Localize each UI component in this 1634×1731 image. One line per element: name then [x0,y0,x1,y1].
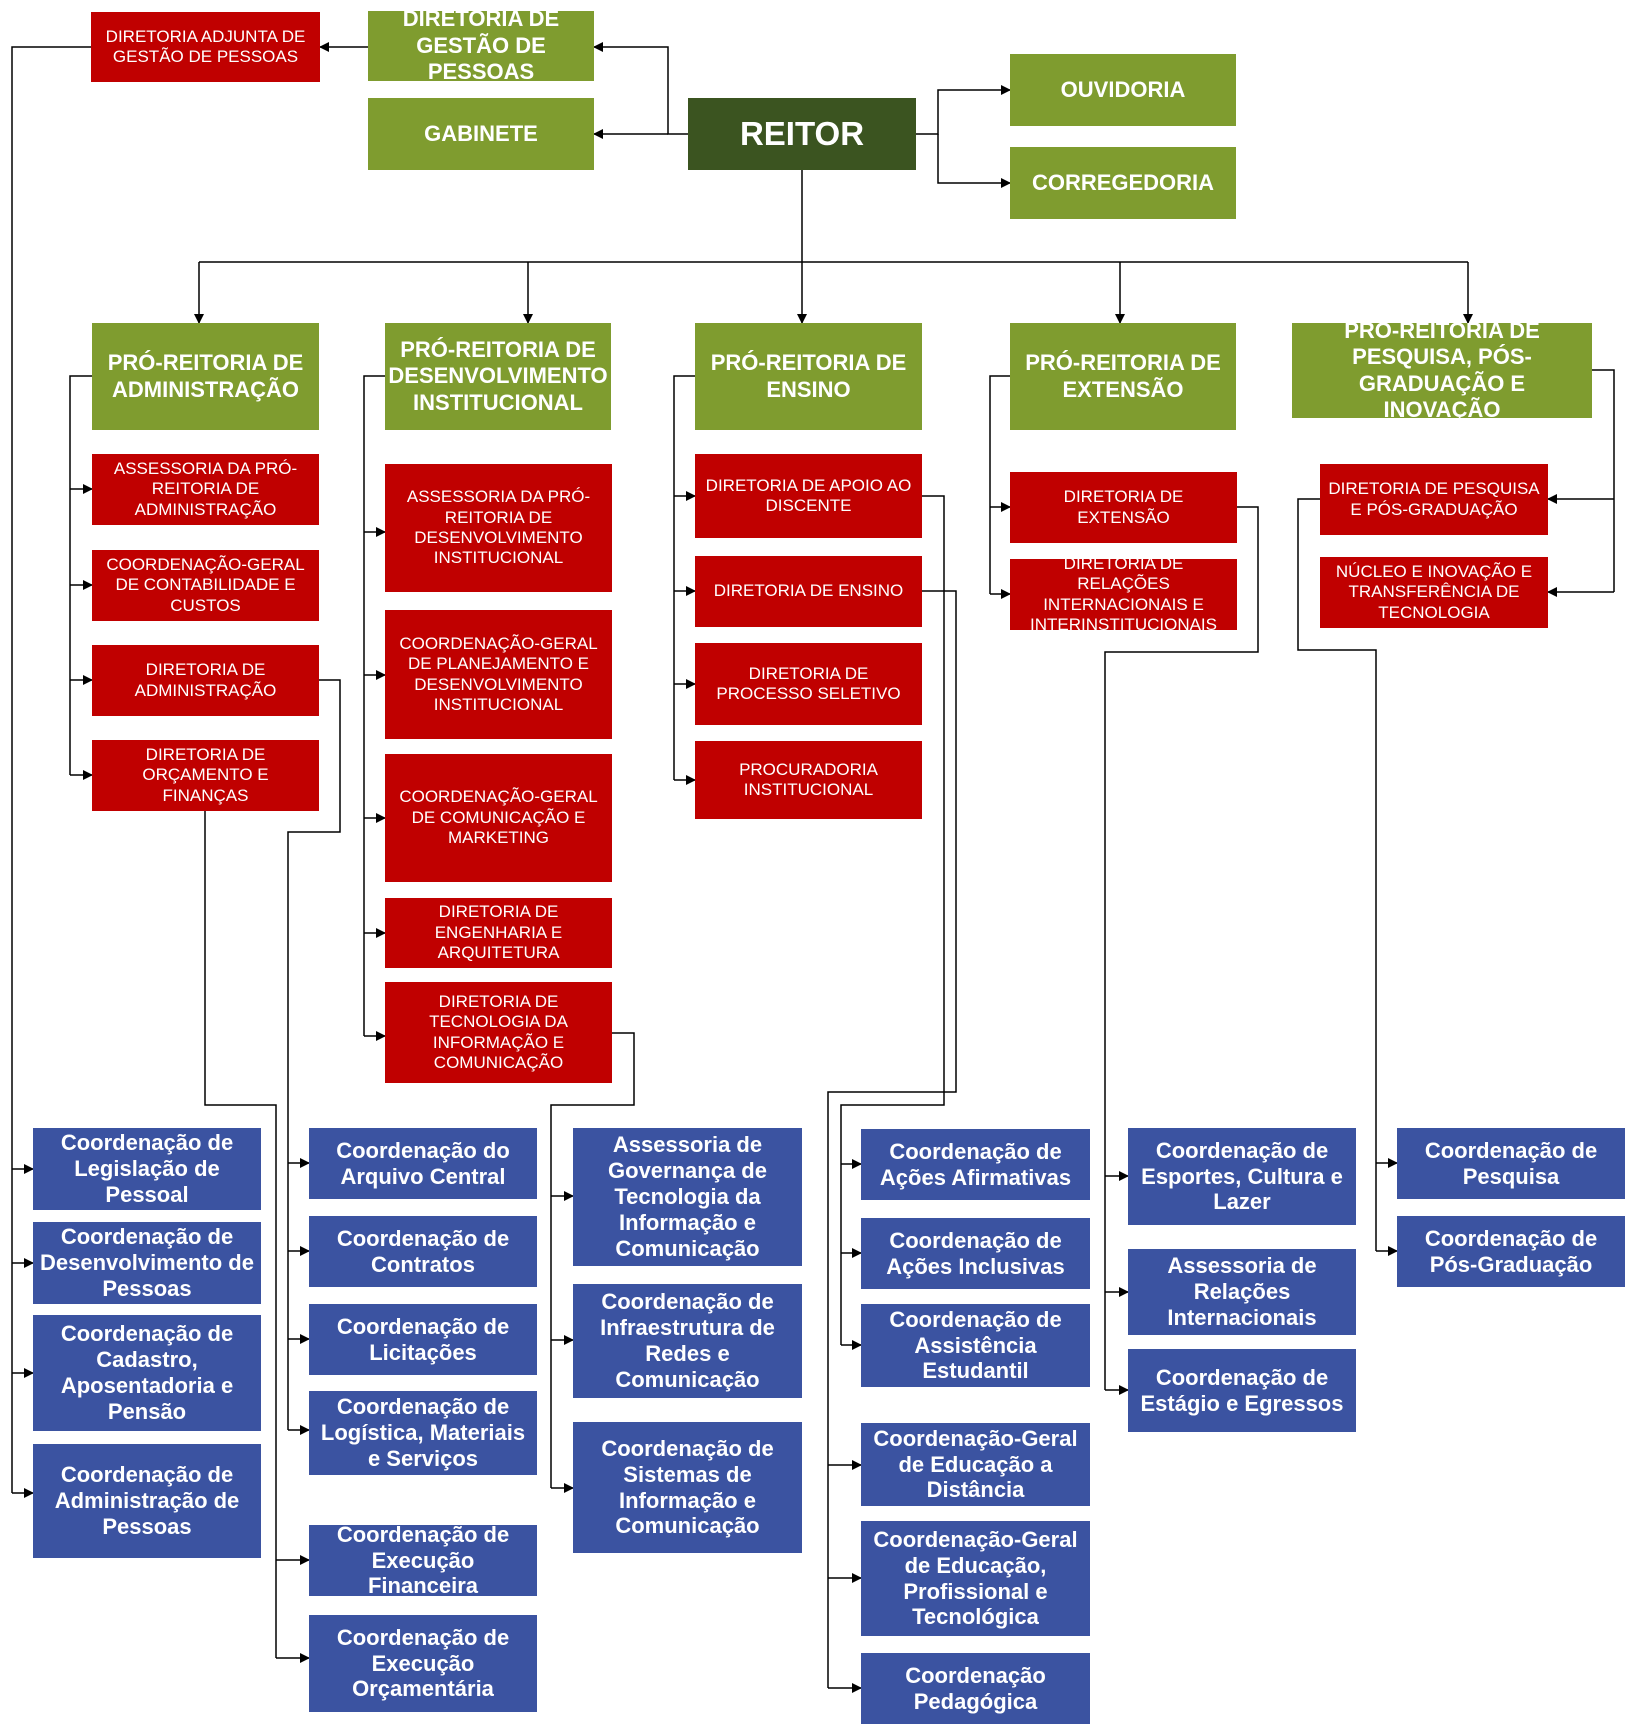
connector-dir-ext-spine [1104,506,1259,1390]
coordenacao-execucao-financeira-box[interactable]: Coordenação de Execução Financeira [309,1525,537,1596]
connector-dagp-spine [11,46,91,1493]
coordenacao-geral-ead-box[interactable]: Coordenação-Geral de Educação a Distânci… [861,1423,1090,1506]
coordenacao-estagio-egressos-box[interactable]: Coordenação de Estágio e Egressos [1128,1349,1356,1432]
connector-dir-apoio-spine [840,495,945,1345]
coordenacao-pos-graduacao-box[interactable]: Coordenação de Pós-Graduação [1397,1216,1625,1287]
gabinete-box[interactable]: GABINETE [368,98,594,170]
connector-dir-pesq-spine [1297,498,1377,1251]
diretoria-engenharia-arquitetura-box[interactable]: DIRETORIA DE ENGENHARIA E ARQUITETURA [385,898,612,968]
pro-reitoria-pesquisa-box[interactable]: PRÓ-REITORIA DE PESQUISA, PÓS-GRADUAÇÃO … [1292,323,1592,418]
diretoria-processo-seletivo-box[interactable]: DIRETORIA DE PROCESSO SELETIVO [695,643,922,725]
diretoria-adjunta-gestao-pessoas-box[interactable]: DIRETORIA ADJUNTA DE GESTÃO DE PESSOAS [91,12,320,82]
procuradoria-institucional-box[interactable]: PROCURADORIA INSTITUCIONAL [695,741,922,819]
assessoria-pro-reitoria-desenvolvimento-box[interactable]: ASSESSORIA DA PRÓ-REITORIA DE DESENVOLVI… [385,464,612,592]
coordenacao-pedagogica-box[interactable]: Coordenação Pedagógica [861,1653,1090,1724]
assessoria-pro-reitoria-administracao-box[interactable]: ASSESSORIA DA PRÓ-REITORIA DE ADMINISTRA… [92,454,319,525]
connector-dir-tic-spine [550,1032,635,1488]
diretoria-apoio-discente-box[interactable]: DIRETORIA DE APOIO AO DISCENTE [695,454,922,538]
connector-ext-spine [989,375,1010,594]
coordenacao-sistemas-informacao-box[interactable]: Coordenação de Sistemas de Informação e … [573,1422,802,1553]
coordenacao-desenvolvimento-pessoas-box[interactable]: Coordenação de Desenvolvimento de Pessoa… [33,1222,261,1304]
connector-dir-ensino-spine [827,590,957,1688]
pro-reitoria-administracao-box[interactable]: PRÓ-REITORIA DE ADMINISTRAÇÃO [92,323,319,430]
connector-ens-spine [673,375,695,780]
connector-reitor-to-dgp [593,42,688,135]
connector-dir-orc-spine [204,811,277,1658]
diretoria-tecnologia-informacao-box[interactable]: DIRETORIA DE TECNOLOGIA DA INFORMAÇÃO E … [385,982,612,1083]
coordenacao-acoes-afirmativas-box[interactable]: Coordenação de Ações Afirmativas [861,1129,1090,1200]
coordenacao-contratos-box[interactable]: Coordenação de Contratos [309,1216,537,1287]
pro-reitoria-extensao-box[interactable]: PRÓ-REITORIA DE EXTENSÃO [1010,323,1236,430]
connector-reitor-to-ouvidoria [916,85,1011,135]
coordenacao-esportes-cultura-box[interactable]: Coordenação de Esportes, Cultura e Lazer [1128,1128,1356,1225]
coordenacao-cadastro-aposentadoria-box[interactable]: Coordenação de Cadastro, Aposentadoria e… [33,1315,261,1431]
pro-reitoria-desenvolvimento-institucional-box[interactable]: PRÓ-REITORIA DE DESENVOLVIMENTO INSTITUC… [385,323,611,430]
diretoria-ensino-box[interactable]: DIRETORIA DE ENSINO [695,556,922,627]
coordenacao-geral-comunicacao-box[interactable]: COORDENAÇÃO-GERAL DE COMUNICAÇÃO E MARKE… [385,754,612,882]
coordenacao-logistica-box[interactable]: Coordenação de Logística, Materiais e Se… [309,1391,537,1475]
coordenacao-assistencia-estudantil-box[interactable]: Coordenação de Assistência Estudantil [861,1304,1090,1387]
coordenacao-execucao-orcamentaria-box[interactable]: Coordenação de Execução Orçamentária [309,1615,537,1712]
coordenacao-infraestrutura-redes-box[interactable]: Coordenação de Infraestrutura de Redes e… [573,1284,802,1398]
diretoria-relacoes-internacionais-box[interactable]: DIRETORIA DE RELAÇÕES INTERNACIONAIS E I… [1010,559,1237,630]
diretoria-administracao-box[interactable]: DIRETORIA DE ADMINISTRAÇÃO [92,645,319,716]
connector-reitor-to-corregedoria [937,134,1011,188]
coordenacao-geral-contabilidade-box[interactable]: COORDENAÇÃO-GERAL DE CONTABILIDADE E CUS… [92,550,319,621]
ouvidoria-box[interactable]: OUVIDORIA [1010,54,1236,126]
diretoria-pesquisa-pos-graduacao-box[interactable]: DIRETORIA DE PESQUISA E PÓS-GRADUAÇÃO [1320,464,1548,535]
corregedoria-box[interactable]: CORREGEDORIA [1010,147,1236,219]
connector-di-spine [363,375,385,1036]
coordenacao-licitacoes-box[interactable]: Coordenação de Licitações [309,1304,537,1375]
coordenacao-pesquisa-box[interactable]: Coordenação de Pesquisa [1397,1128,1625,1199]
coordenacao-administracao-pessoas-box[interactable]: Coordenação de Administração de Pessoas [33,1444,261,1558]
diretoria-gestao-pessoas-box[interactable]: DIRETORIA DE GESTÃO DE PESSOAS [368,11,594,81]
connector-pesq-spine [1592,369,1615,592]
coordenacao-legislacao-pessoal-box[interactable]: Coordenação de Legislação de Pessoal [33,1128,261,1210]
coordenacao-geral-planejamento-box[interactable]: COORDENAÇÃO-GERAL DE PLANEJAMENTO E DESE… [385,610,612,739]
connector-adm-spine [69,375,92,775]
coordenacao-geral-educacao-box[interactable]: Coordenação-Geral de Educação, Profissio… [861,1521,1090,1636]
diretoria-extensao-box[interactable]: DIRETORIA DE EXTENSÃO [1010,472,1237,543]
assessoria-relacoes-internacionais-box[interactable]: Assessoria de Relações Internacionais [1128,1249,1356,1335]
nucleo-inovacao-tecnologia-box[interactable]: NÚCLEO E INOVAÇÃO E TRANSFERÊNCIA DE TEC… [1320,557,1548,628]
diretoria-orcamento-financas-box[interactable]: DIRETORIA DE ORÇAMENTO E FINANÇAS [92,740,319,811]
connector-dir-adm-spine [287,679,341,1430]
coordenacao-arquivo-central-box[interactable]: Coordenação do Arquivo Central [309,1128,537,1199]
reitor-box[interactable]: REITOR [688,98,916,170]
pro-reitoria-ensino-box[interactable]: PRÓ-REITORIA DE ENSINO [695,323,922,430]
coordenacao-acoes-inclusivas-box[interactable]: Coordenação de Ações Inclusivas [861,1218,1090,1289]
assessoria-governanca-ti-box[interactable]: Assessoria de Governança de Tecnologia d… [573,1128,802,1266]
